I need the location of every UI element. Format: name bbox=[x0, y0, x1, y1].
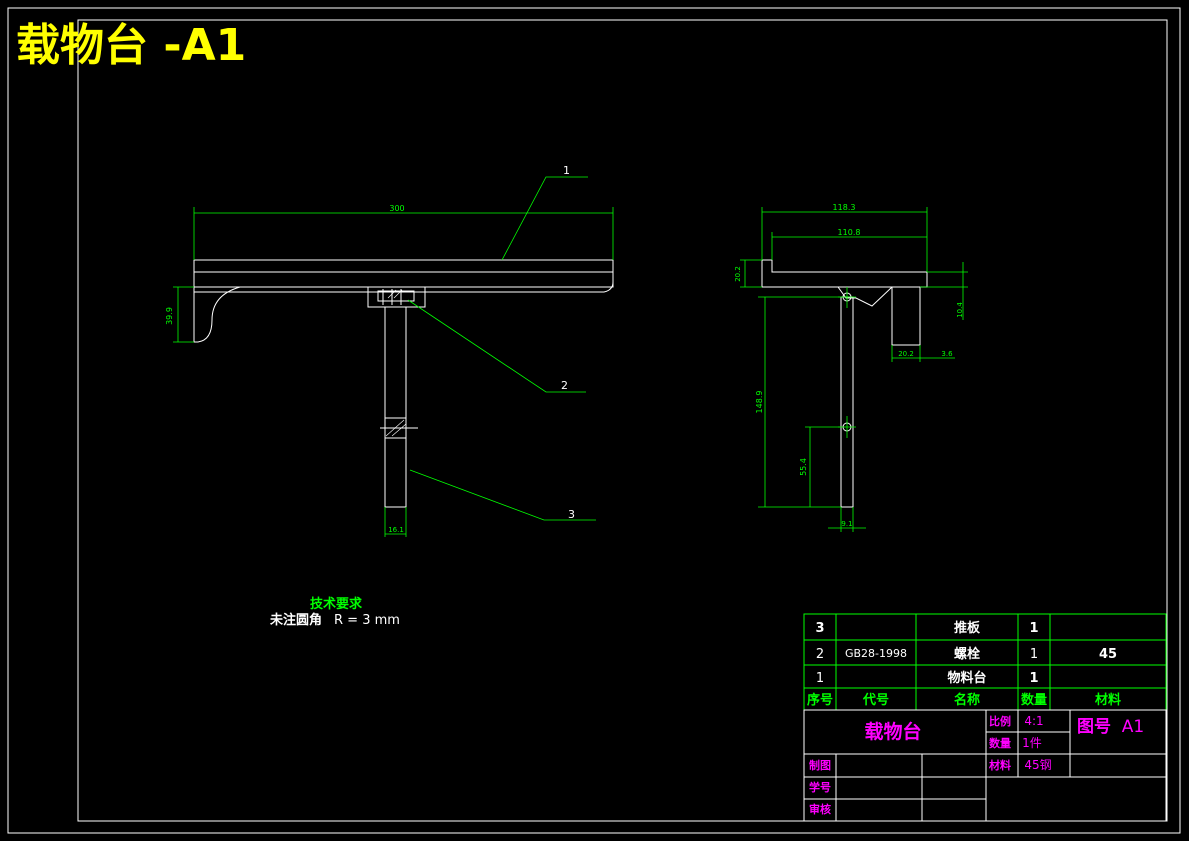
scale-label: 比例 bbox=[989, 714, 1011, 728]
bom-row3-qty: 1 bbox=[1029, 621, 1038, 636]
dim-post-width-front: 16.1 bbox=[388, 526, 404, 534]
bom-row1-name: 物料台 bbox=[947, 670, 986, 686]
bom-header-qty: 数量 bbox=[1021, 692, 1047, 708]
bom-header-seq: 序号 bbox=[807, 692, 833, 708]
dim-side-inner: 110.8 bbox=[838, 228, 861, 237]
dim-pin-height: 55.4 bbox=[799, 458, 808, 476]
material-label: 材料 bbox=[989, 758, 1011, 772]
tech-note-label: 未注圆角 bbox=[269, 612, 322, 628]
bom-row3-seq: 3 bbox=[815, 621, 824, 636]
bom-header-material: 材料 bbox=[1095, 692, 1121, 708]
scale-value: 4:1 bbox=[1024, 714, 1043, 728]
tech-note-value: R = 3 mm bbox=[334, 613, 400, 628]
tech-heading: 技术要求 bbox=[310, 596, 363, 612]
bom-row2-seq: 2 bbox=[816, 647, 824, 662]
dim-tab-height: 10.4 bbox=[956, 302, 964, 318]
dim-post-width-side: 9.1 bbox=[841, 520, 852, 528]
outer-frame bbox=[7, 7, 1181, 834]
callout-3: 3 bbox=[568, 508, 575, 521]
drawing-no-value: A1 bbox=[1122, 717, 1144, 737]
count-value: 1件 bbox=[1022, 736, 1042, 750]
drawing-no-label: 图号 bbox=[1077, 717, 1111, 737]
material-value: 45钢 bbox=[1024, 758, 1051, 772]
dim-bracket-height: 39.9 bbox=[165, 307, 174, 325]
bom-table bbox=[803, 613, 1167, 711]
bom-row2-name: 螺栓 bbox=[954, 646, 980, 662]
bom-row1-seq: 1 bbox=[816, 671, 824, 686]
drawn-label: 制图 bbox=[809, 758, 831, 772]
dim-tab-offset: 3.6 bbox=[941, 350, 953, 358]
front-dimensions bbox=[173, 176, 614, 537]
part-name: 载物台 bbox=[864, 720, 921, 743]
dim-plate-height: 20.2 bbox=[734, 266, 742, 282]
count-label: 数量 bbox=[989, 736, 1011, 750]
inner-frame bbox=[77, 19, 1168, 822]
student-label: 学号 bbox=[809, 780, 831, 794]
bom-row2-qty: 1 bbox=[1030, 647, 1038, 662]
bom-row1-qty: 1 bbox=[1029, 671, 1038, 686]
bom-header-code: 代号 bbox=[862, 692, 889, 708]
dim-side-outer: 118.3 bbox=[833, 203, 856, 212]
title-block bbox=[803, 709, 1167, 822]
dim-top-length: 300 bbox=[389, 204, 404, 213]
sheet-title: 载物台 -A1 bbox=[16, 20, 246, 71]
dim-post-height: 148.9 bbox=[755, 391, 764, 414]
dim-tab-width: 20.2 bbox=[898, 350, 914, 358]
callout-1: 1 bbox=[563, 164, 570, 177]
review-label: 审核 bbox=[809, 802, 831, 816]
bom-header-name: 名称 bbox=[954, 692, 980, 708]
side-dimensions bbox=[740, 207, 968, 532]
bom-row2-code: GB28-1998 bbox=[845, 647, 907, 660]
bom-row3-name: 推板 bbox=[954, 620, 981, 636]
callout-2: 2 bbox=[561, 379, 568, 392]
front-view bbox=[193, 259, 614, 508]
bom-row2-material: 45 bbox=[1099, 647, 1117, 662]
